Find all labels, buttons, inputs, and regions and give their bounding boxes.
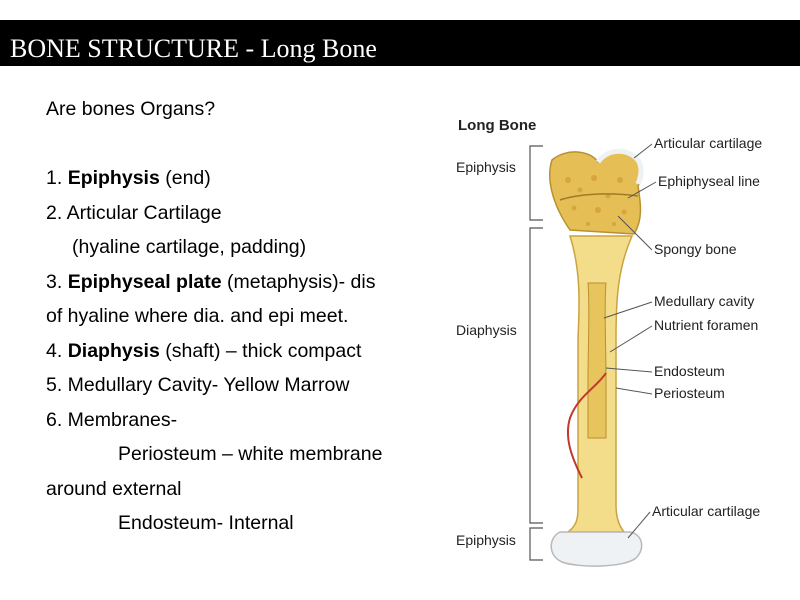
label-epiphysis-bottom: Epiphysis	[456, 532, 516, 548]
spongy-bone-texture	[565, 175, 627, 226]
item-medullary: 5. Medullary Cavity- Yellow Marrow	[46, 374, 350, 396]
distal-epiphysis	[550, 531, 643, 567]
medullary-cavity-shape	[587, 282, 607, 439]
label-endosteum: Endosteum	[654, 363, 725, 379]
bracket-epiphysis-bottom	[529, 527, 543, 561]
item-number: 3.	[46, 270, 63, 293]
slide-title: BONE STRUCTURE - Long Bone	[10, 34, 377, 63]
label-epiphysis-top: Epiphysis	[456, 159, 516, 175]
item-desc: (shaft) – thick compact	[165, 339, 362, 362]
label-periosteum: Periosteum	[654, 385, 725, 401]
bullet-text: Are bones Organs? 1. Epiphysis (end) 2. …	[46, 92, 466, 541]
pointer-lines	[603, 143, 657, 539]
item-epiphyseal-plate: 3. Epiphyseal plate (metaphysis)- dis	[46, 265, 466, 300]
label-spongy: Spongy bone	[654, 241, 737, 257]
question-line: Are bones Organs?	[46, 98, 216, 120]
articular-cartilage-top	[595, 148, 644, 185]
epiphyseal-line-mark	[559, 193, 639, 201]
item-number: 1.	[46, 167, 63, 189]
label-medullary: Medullary cavity	[654, 293, 754, 309]
label-epiphyseal-line: Ephiphyseal line	[658, 173, 760, 189]
item-endosteum: Endosteum- Internal	[118, 512, 294, 534]
bracket-diaphysis	[529, 227, 543, 524]
item-articular-sub: (hyaline cartilage, padding)	[72, 236, 307, 258]
item-number: 4.	[46, 339, 63, 362]
item-periosteum: Periosteum – white membrane	[118, 443, 383, 465]
label-articular-top: Articular cartilage	[654, 135, 762, 151]
item-epiphysis: 1. Epiphysis (end)	[46, 161, 466, 196]
term-epiphysis: Epiphysis	[67, 167, 160, 189]
label-diaphysis: Diaphysis	[456, 322, 517, 338]
item-periosteum-cont: around external	[46, 477, 182, 500]
label-nutrient: Nutrient foramen	[654, 317, 758, 333]
item-epiphyseal-cont: of hyaline where dia. and epi meet.	[46, 305, 349, 327]
long-bone-diagram: Long Bone Epiphysis Diaphysis Epiphysis	[456, 117, 762, 567]
figure-title: Long Bone	[458, 117, 536, 134]
label-articular-bottom: Articular cartilage	[652, 503, 760, 519]
item-diaphysis: 4. Diaphysis (shaft) – thick compact	[46, 334, 466, 369]
term-epiphyseal-plate: Epiphyseal plate	[67, 270, 222, 293]
title-bar	[0, 20, 800, 66]
item-articular: 2. Articular Cartilage	[46, 201, 222, 224]
item-desc: (end)	[165, 167, 211, 189]
blank-line	[46, 127, 466, 162]
item-membranes: 6. Membranes-	[46, 408, 178, 431]
item-desc: (metaphysis)- dis	[227, 270, 376, 293]
long-bone-figure: Long Bone Epiphysis Diaphysis Epiphysis	[448, 108, 798, 570]
nutrient-vessel	[566, 372, 607, 479]
bracket-epiphysis-top	[529, 145, 543, 221]
proximal-epiphysis	[549, 150, 643, 235]
term-diaphysis: Diaphysis	[67, 339, 160, 362]
